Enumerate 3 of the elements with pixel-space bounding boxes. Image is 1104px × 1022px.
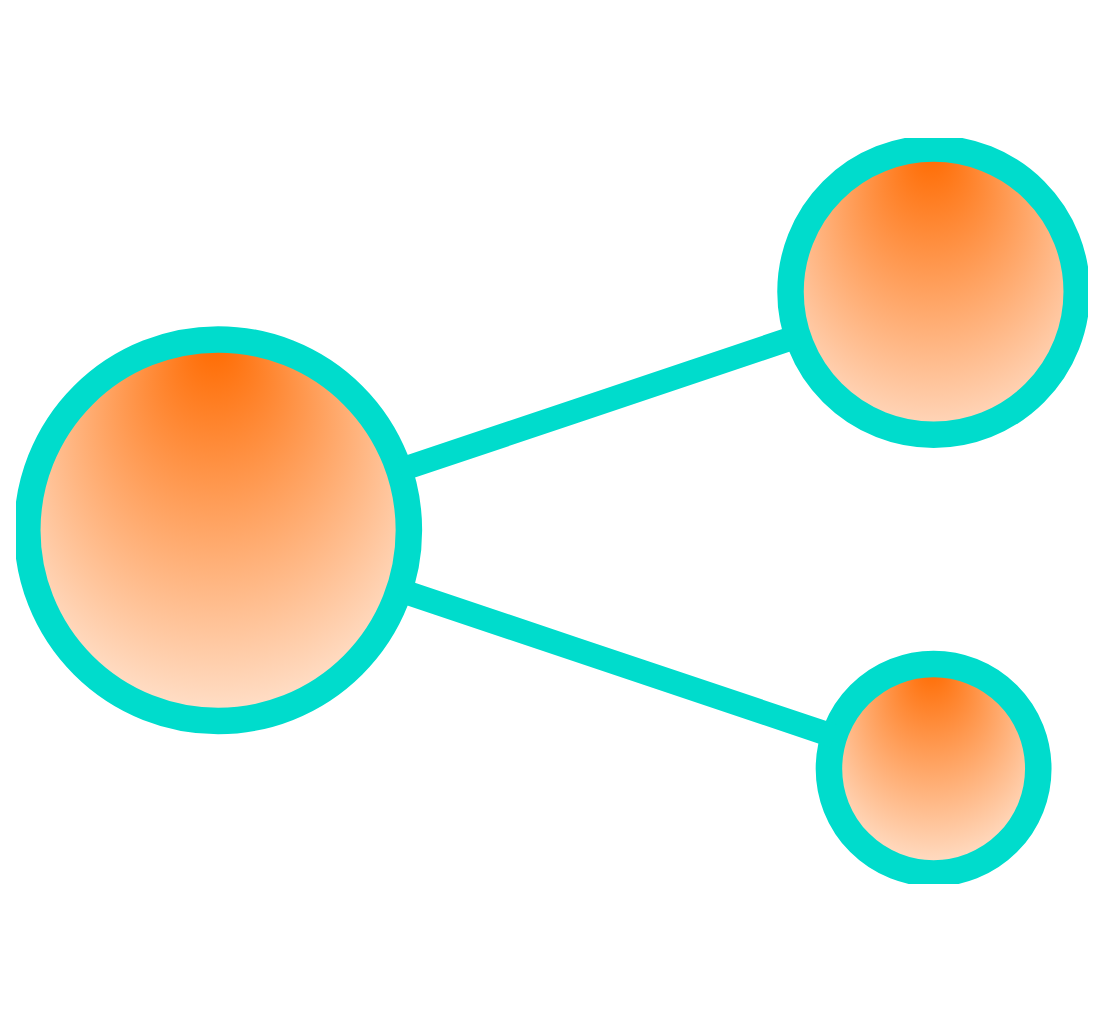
node-circle [815, 650, 1052, 884]
node-circle [777, 138, 1088, 449]
node-circle [16, 326, 423, 735]
